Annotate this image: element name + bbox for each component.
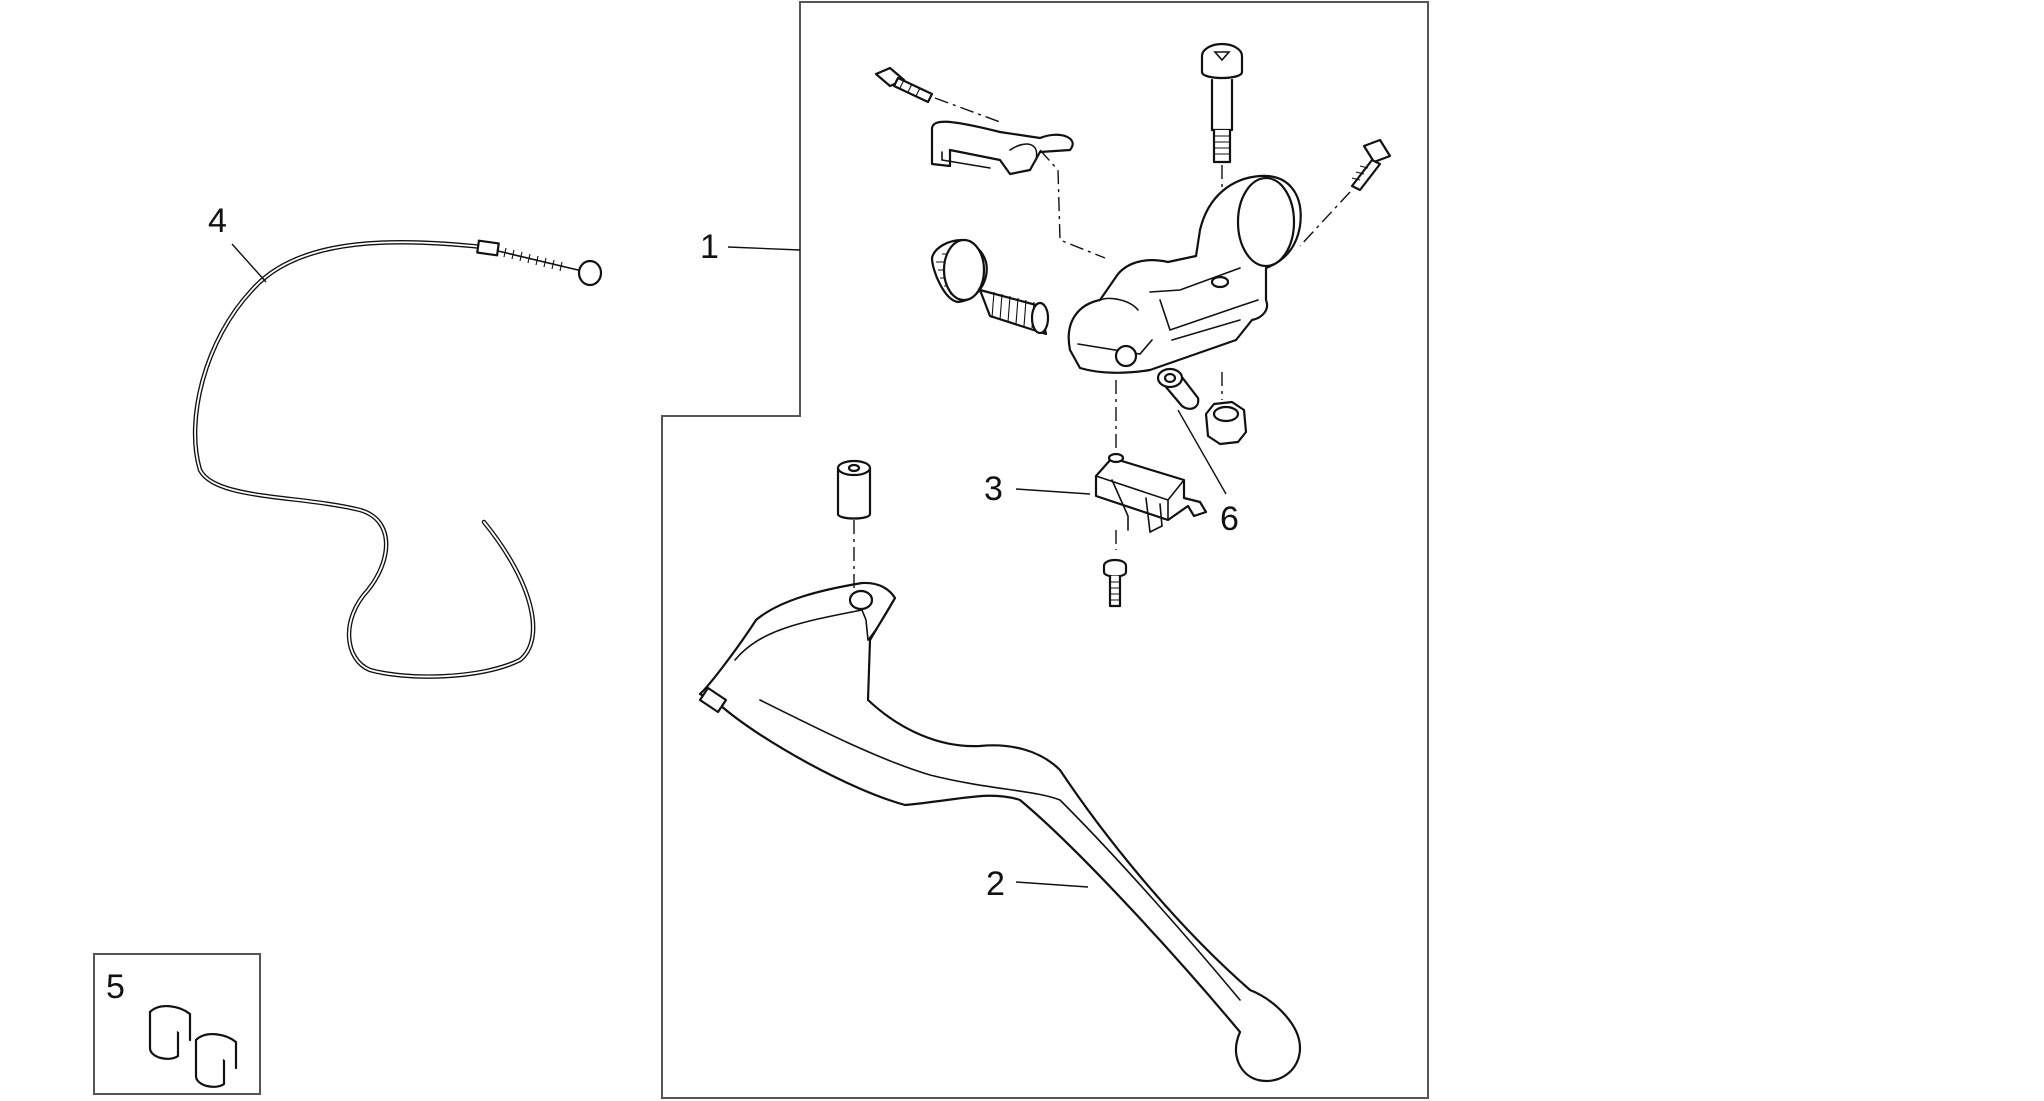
callout-1: 1 [700, 228, 719, 266]
adjuster-knob [930, 238, 1050, 336]
leader-1 [727, 246, 801, 251]
cable-bracket [930, 120, 1074, 176]
part-3-microswitch [1094, 452, 1208, 533]
lever-housing [1067, 174, 1302, 374]
callout-6: 6 [1220, 500, 1239, 538]
pivot-bolt [1200, 42, 1244, 164]
part-2-clutch-lever [698, 581, 1302, 1083]
callout-2: 2 [986, 865, 1005, 903]
axis-line-top-left [934, 97, 1001, 123]
leader-3 [1015, 488, 1091, 495]
adjuster-screw [874, 66, 934, 104]
part-4-clutch-cable [192, 239, 603, 679]
lock-nut [1204, 400, 1248, 446]
callout-3: 3 [984, 470, 1003, 508]
assembly-frame [661, 1, 1429, 1099]
part-6-pin [1156, 367, 1200, 410]
part-5-box [93, 953, 261, 1095]
lever-pivot-bushing [836, 459, 872, 520]
axis-line-right [1299, 191, 1351, 247]
leader-4 [231, 243, 267, 283]
leader-6 [1177, 409, 1227, 495]
part-5-cable-clips [148, 1005, 238, 1088]
callout-4: 4 [208, 202, 227, 240]
switch-screw [1102, 558, 1128, 608]
clamp-screw [1350, 138, 1392, 192]
callout-5: 5 [106, 968, 125, 1006]
leader-2 [1015, 881, 1089, 888]
axis-line-bracket [1039, 149, 1106, 259]
